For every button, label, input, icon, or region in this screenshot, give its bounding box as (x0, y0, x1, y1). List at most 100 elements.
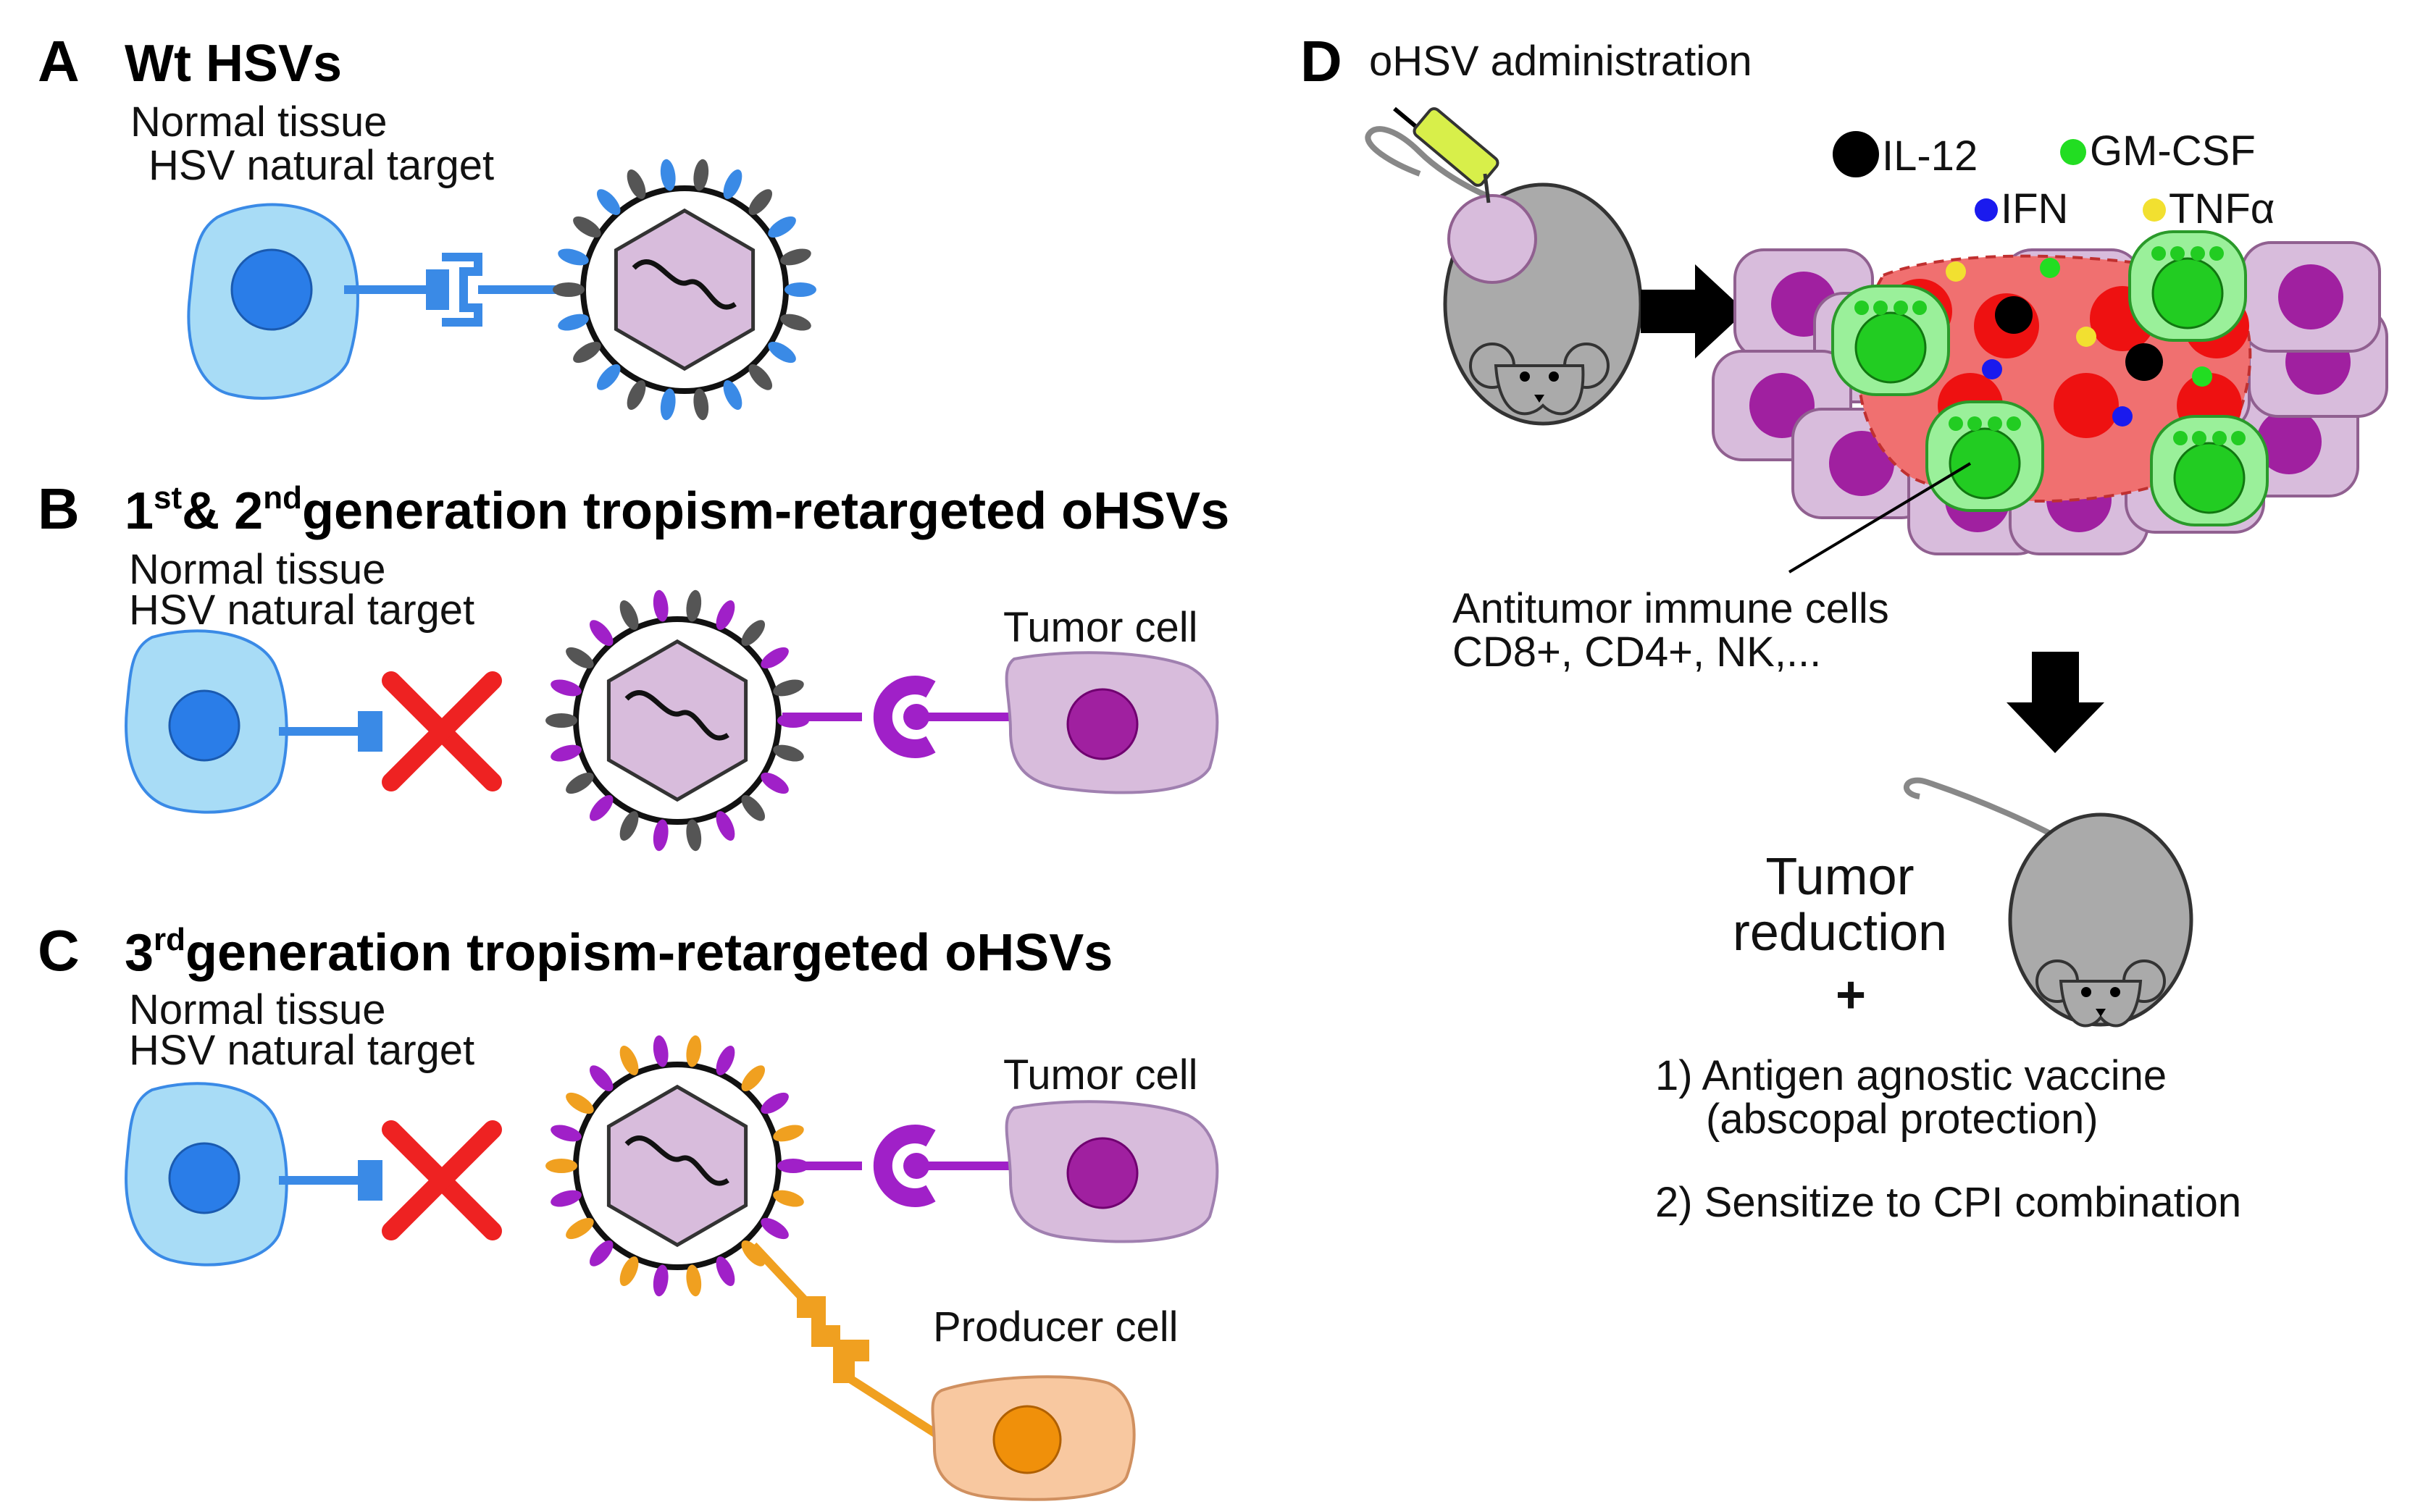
infected-nucleus (2054, 373, 2119, 438)
virion-c-glycoprotein (619, 1046, 639, 1075)
virion-a-capsid (614, 208, 756, 371)
cytokine-dot (1995, 296, 2033, 334)
outcome-line2: reduction (1733, 904, 1947, 962)
mouse-outcome (1903, 777, 2193, 1028)
panel-b-label-line2: HSV natural target (129, 587, 474, 634)
virion-c-glycoprotein (716, 1256, 735, 1286)
legend-tnfa: TNFα (2169, 185, 2275, 232)
block-cross-b (382, 671, 502, 791)
immune-label-line2: CD8+, CD4+, NK,... (1452, 629, 1821, 676)
virion-b-glycoprotein (686, 589, 702, 622)
immune-granule (2173, 431, 2188, 445)
virion-b-glycoprotein (653, 589, 669, 622)
virion-b-glycoprotein (761, 647, 789, 669)
virion-a-glycoprotein (660, 388, 676, 421)
virion-c-glycoprotein (551, 1125, 582, 1142)
panel-c: C 3rdgeneration tropism-retargeted oHSVs… (38, 918, 1219, 1501)
virion-a-glycoprotein (784, 282, 816, 297)
virion-c-glycoprotein (773, 1190, 804, 1207)
virion-b-glycoprotein (545, 713, 577, 728)
virion-a-glycoprotein (768, 216, 796, 238)
mouse-nose-2 (2096, 1009, 2106, 1017)
mouse-eye-right-1 (1549, 371, 1559, 382)
immune-pointer-line (1788, 462, 1972, 574)
virion-a-glycoprotein (573, 341, 601, 364)
virion-c-glycoprotein (589, 1065, 614, 1091)
virion-a-glycoprotein (627, 380, 646, 410)
virion-a-glycoprotein (596, 364, 621, 390)
mouse-head-2 (2059, 980, 2143, 1028)
arrow-right-icon (1641, 264, 1746, 358)
panel-c-title-sup: rd (154, 922, 185, 957)
cytokine-dot (1946, 261, 1966, 282)
producer-receptor-head (833, 1340, 869, 1383)
virion-b-glycoprotein (773, 744, 804, 762)
virion-a-glycoprotein (748, 364, 773, 390)
gmcsf-legend-icon (2060, 139, 2086, 165)
virion-c-glycoprotein (551, 1190, 582, 1207)
virion-b-glycoprotein (589, 795, 614, 821)
virion-c-glycoprotein (545, 1159, 577, 1173)
normal-nucleus-c (168, 1142, 240, 1214)
mouse-injected (1365, 106, 1643, 426)
virion-b-glycoprotein (761, 772, 789, 794)
virion-c-glycoprotein (741, 1065, 766, 1091)
immune-granule (1967, 416, 1982, 431)
immune-granule (1949, 416, 1963, 431)
virion-c-glycoprotein (686, 1264, 702, 1297)
virion-a-glycoprotein (553, 282, 585, 297)
tnfa-legend-icon (2143, 198, 2166, 222)
panel-d-letter: D (1300, 29, 1342, 93)
natural-receptor-head-a (426, 269, 449, 310)
virion-a-glycoprotein (768, 341, 796, 364)
immune-granule (1912, 301, 1927, 315)
virion-a-glycoprotein (723, 380, 742, 410)
cytokine-dot (2125, 343, 2163, 381)
outcome-item2: 2) Sensitize to CPI combination (1655, 1179, 2241, 1226)
virion-b-capsid (606, 639, 748, 802)
virion-c-genome (624, 1135, 729, 1186)
mouse-eye-left-2 (2081, 987, 2091, 997)
panel-c-title: 3rdgeneration tropism-retargeted oHSVs (125, 922, 1113, 982)
mouse-eye-left-1 (1520, 371, 1530, 382)
panel-c-label-line1: Normal tissue (129, 986, 386, 1033)
producer-receptor-stem (848, 1375, 945, 1442)
virion-a-glycoprotein (723, 169, 742, 199)
mouse-head-1 (1494, 364, 1585, 416)
arrow-down-icon (2007, 652, 2104, 753)
panel-b-letter: B (38, 476, 80, 541)
virion-c-glycoprotein (761, 1217, 789, 1240)
virion-a-glycoprotein (596, 189, 621, 215)
tumor-tissue-nucleus (1829, 431, 1894, 496)
virion-a-glycoprotein (573, 216, 601, 238)
mouse-eye-right-2 (2110, 987, 2120, 997)
virion-b-glycoprotein (619, 811, 639, 841)
injected-tumor (1447, 194, 1537, 284)
virion-c (545, 1035, 809, 1297)
retargeting-ligand-b (873, 676, 936, 758)
panel-b-title-sup2: nd (263, 480, 302, 516)
panel-a-label-line2: HSV natural target (148, 142, 494, 189)
virion-a-genome (632, 259, 737, 310)
immune-granule (1988, 416, 2002, 431)
virion-b-glycoprotein (741, 795, 766, 821)
virion-b-glycoprotein (566, 647, 594, 669)
virion-a-glycoprotein (660, 159, 676, 191)
virion-b-glycoprotein (716, 811, 735, 841)
natural-ligand-a (442, 253, 482, 327)
panel-c-producer-label: Producer cell (933, 1303, 1178, 1351)
virion-c-glycoprotein (653, 1035, 669, 1067)
virion-b-glycoprotein (773, 679, 804, 697)
virion-a-glycoprotein (748, 189, 773, 215)
virion-a-glycoprotein (693, 159, 709, 191)
virion-b-glycoprotein (741, 620, 766, 646)
virion-a-glycoprotein (558, 314, 589, 331)
panel-b-title: 1st& 2ndgeneration tropism-retargeted oH… (125, 480, 1229, 540)
immune-granule (2192, 431, 2206, 445)
producer-nucleus (992, 1405, 1062, 1474)
panel-b-title-sup1: st (154, 480, 182, 516)
immune-granule (2191, 246, 2205, 261)
virion-c-glycoprotein (761, 1092, 789, 1114)
outcome-line1: Tumor (1765, 848, 1914, 906)
retargeting-ligand-c (873, 1125, 936, 1207)
